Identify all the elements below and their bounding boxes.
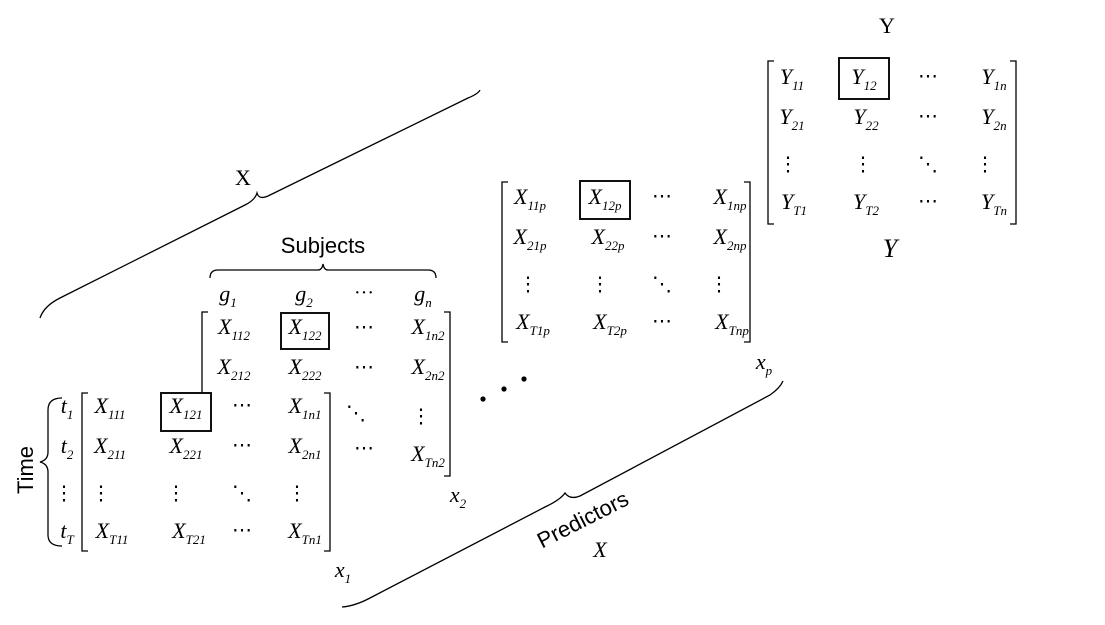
- x2-left-bracket: [201, 311, 208, 393]
- y-cell-2n: Y2n: [981, 104, 1007, 133]
- x1-vdots-4: ⋮: [287, 482, 307, 505]
- xp-cell-1np: X1np: [713, 184, 747, 213]
- x2-highlight-box: [280, 312, 330, 350]
- x2-cell-Tn2: XTn2: [411, 441, 445, 470]
- x1-hdots-T: ⋯: [232, 519, 252, 542]
- x2-cell-122: X122: [288, 314, 322, 343]
- subjects-label: Subjects: [280, 233, 366, 258]
- xp-hdots-T: ⋯: [652, 310, 672, 333]
- subject-g2: g2: [295, 281, 313, 310]
- y-vdots-1: ⋮: [778, 153, 798, 176]
- xp-hdots-1: ⋯: [652, 185, 672, 208]
- x1-cell-T11: XT11: [95, 518, 129, 547]
- y-cell-Tn: YTn: [981, 189, 1007, 218]
- x1-cell-221: X221: [169, 433, 203, 462]
- subject-ellipsis: …: [354, 276, 374, 299]
- x1-hdots-1: ⋯: [232, 394, 252, 417]
- time-label: Time: [13, 445, 38, 495]
- y-vdots-4: ⋮: [975, 153, 995, 176]
- predictors-brace: [341, 380, 784, 608]
- y-highlight-box: [838, 57, 890, 100]
- xp-cell-12p: X12p: [588, 184, 622, 213]
- x1-cell-T21: XT21: [172, 518, 206, 547]
- xp-right-bracket: [744, 181, 751, 343]
- x1-cell-Tn1: XTn1: [288, 518, 322, 547]
- x2-vdots: ⋮: [411, 405, 431, 428]
- ellipsis-dots: [480, 376, 527, 402]
- x1-cell-111: X111: [94, 393, 126, 422]
- x2-ddots: ⋱: [346, 402, 366, 425]
- y-cell-22: Y22: [853, 104, 879, 133]
- x1-highlight-box: [160, 392, 212, 432]
- y-vdots-2: ⋮: [853, 153, 873, 176]
- subject-gn: gn: [414, 281, 432, 310]
- x1-ddots: ⋱: [232, 482, 252, 505]
- x2-hdots-2: ⋯: [354, 356, 374, 379]
- xp-label: xp: [755, 349, 773, 378]
- x1-label: x1: [334, 557, 352, 586]
- y-cell-21: Y21: [779, 104, 805, 133]
- x1-vdots-1: ⋮: [91, 482, 111, 505]
- y-cell-12: Y12: [851, 64, 877, 93]
- y-top-label: Y: [879, 13, 895, 38]
- x2-hdots-T: ⋯: [354, 437, 374, 460]
- y-cell-T2: YT2: [853, 189, 879, 218]
- x2-cell-1n2: X1n2: [411, 314, 445, 343]
- x2-cell-212: X212: [217, 354, 251, 383]
- y-hdots-1: ⋯: [918, 65, 938, 88]
- y-hdots-T: ⋯: [918, 190, 938, 213]
- time-t1: t1: [60, 393, 74, 422]
- xp-cell-Tnp: XTnp: [715, 309, 749, 338]
- xp-hdots-2: ⋯: [652, 225, 672, 248]
- time-vdots: ⋮: [54, 482, 74, 505]
- x2-right-bracket-top: [444, 311, 451, 404]
- x1-left-bracket: [81, 392, 88, 552]
- y-cell-1n: Y1n: [981, 64, 1007, 93]
- y-left-bracket: [767, 60, 774, 225]
- xp-cell-22p: X22p: [591, 224, 625, 253]
- xp-vdots-2: ⋮: [590, 273, 610, 296]
- y-right-bracket: [1010, 60, 1017, 225]
- xp-cell-11p: X11p: [514, 184, 546, 213]
- xp-ddots: ⋱: [652, 273, 672, 296]
- time-t2: t2: [60, 433, 74, 462]
- x2-label: x2: [449, 482, 467, 511]
- x2-hdots-1: ⋯: [354, 316, 374, 339]
- xp-vdots-1: ⋮: [518, 273, 538, 296]
- y-ddots: ⋱: [918, 153, 938, 176]
- x2-cell-2n2: X2n2: [411, 354, 445, 383]
- x-top-label: X: [235, 165, 251, 190]
- x2-cell-222: X222: [288, 354, 322, 383]
- subject-g1: g1: [219, 281, 237, 310]
- time-brace: [39, 397, 63, 547]
- x1-cell-121: X121: [169, 393, 203, 422]
- y-cell-T1: YT1: [781, 189, 807, 218]
- xp-highlight-box: [579, 180, 631, 220]
- x1-hdots-2: ⋯: [232, 434, 252, 457]
- xp-cell-21p: X21p: [513, 224, 547, 253]
- x1-cell-1n1: X1n1: [288, 393, 322, 422]
- xp-vdots-4: ⋮: [709, 273, 729, 296]
- y-hdots-2: ⋯: [918, 105, 938, 128]
- x2-cell-112: X112: [218, 314, 250, 343]
- time-tT: tT: [60, 518, 74, 547]
- xp-left-bracket: [501, 181, 508, 343]
- y-cell-11: Y11: [779, 64, 805, 93]
- subjects-brace: [209, 263, 437, 279]
- xp-cell-T2p: XT2p: [593, 309, 627, 338]
- xp-cell-2np: X2np: [713, 224, 747, 253]
- x1-cell-2n1: X2n1: [288, 433, 322, 462]
- x-diagonal-brace: [39, 89, 481, 319]
- x1-vdots-2: ⋮: [166, 482, 186, 505]
- x2-right-bracket-bottom: [444, 404, 451, 477]
- xp-cell-T1p: XT1p: [516, 309, 550, 338]
- y-matrix-symbol: Y: [882, 234, 898, 263]
- predictors-symbol: X: [593, 537, 607, 562]
- x1-cell-211: X211: [94, 433, 126, 462]
- x1-right-bracket: [324, 392, 331, 552]
